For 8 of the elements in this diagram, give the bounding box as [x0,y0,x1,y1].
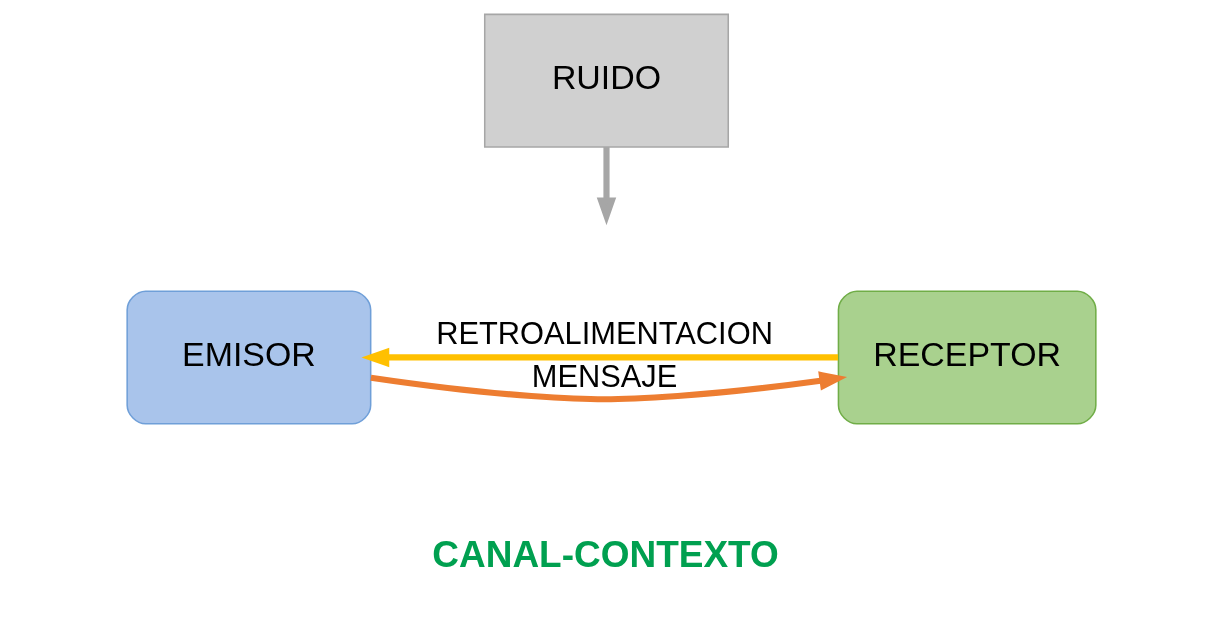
edge-label: RETROALIMENTACION [435,315,773,351]
label: CANAL-CONTEXTO [431,534,779,576]
node-box: RUIDO [483,13,729,148]
edge-label: MENSAJE [531,358,677,394]
node-box: RECEPTOR [837,290,1097,425]
arrow [369,371,847,403]
arrow [360,347,838,368]
node-box: EMISOR [125,290,371,425]
